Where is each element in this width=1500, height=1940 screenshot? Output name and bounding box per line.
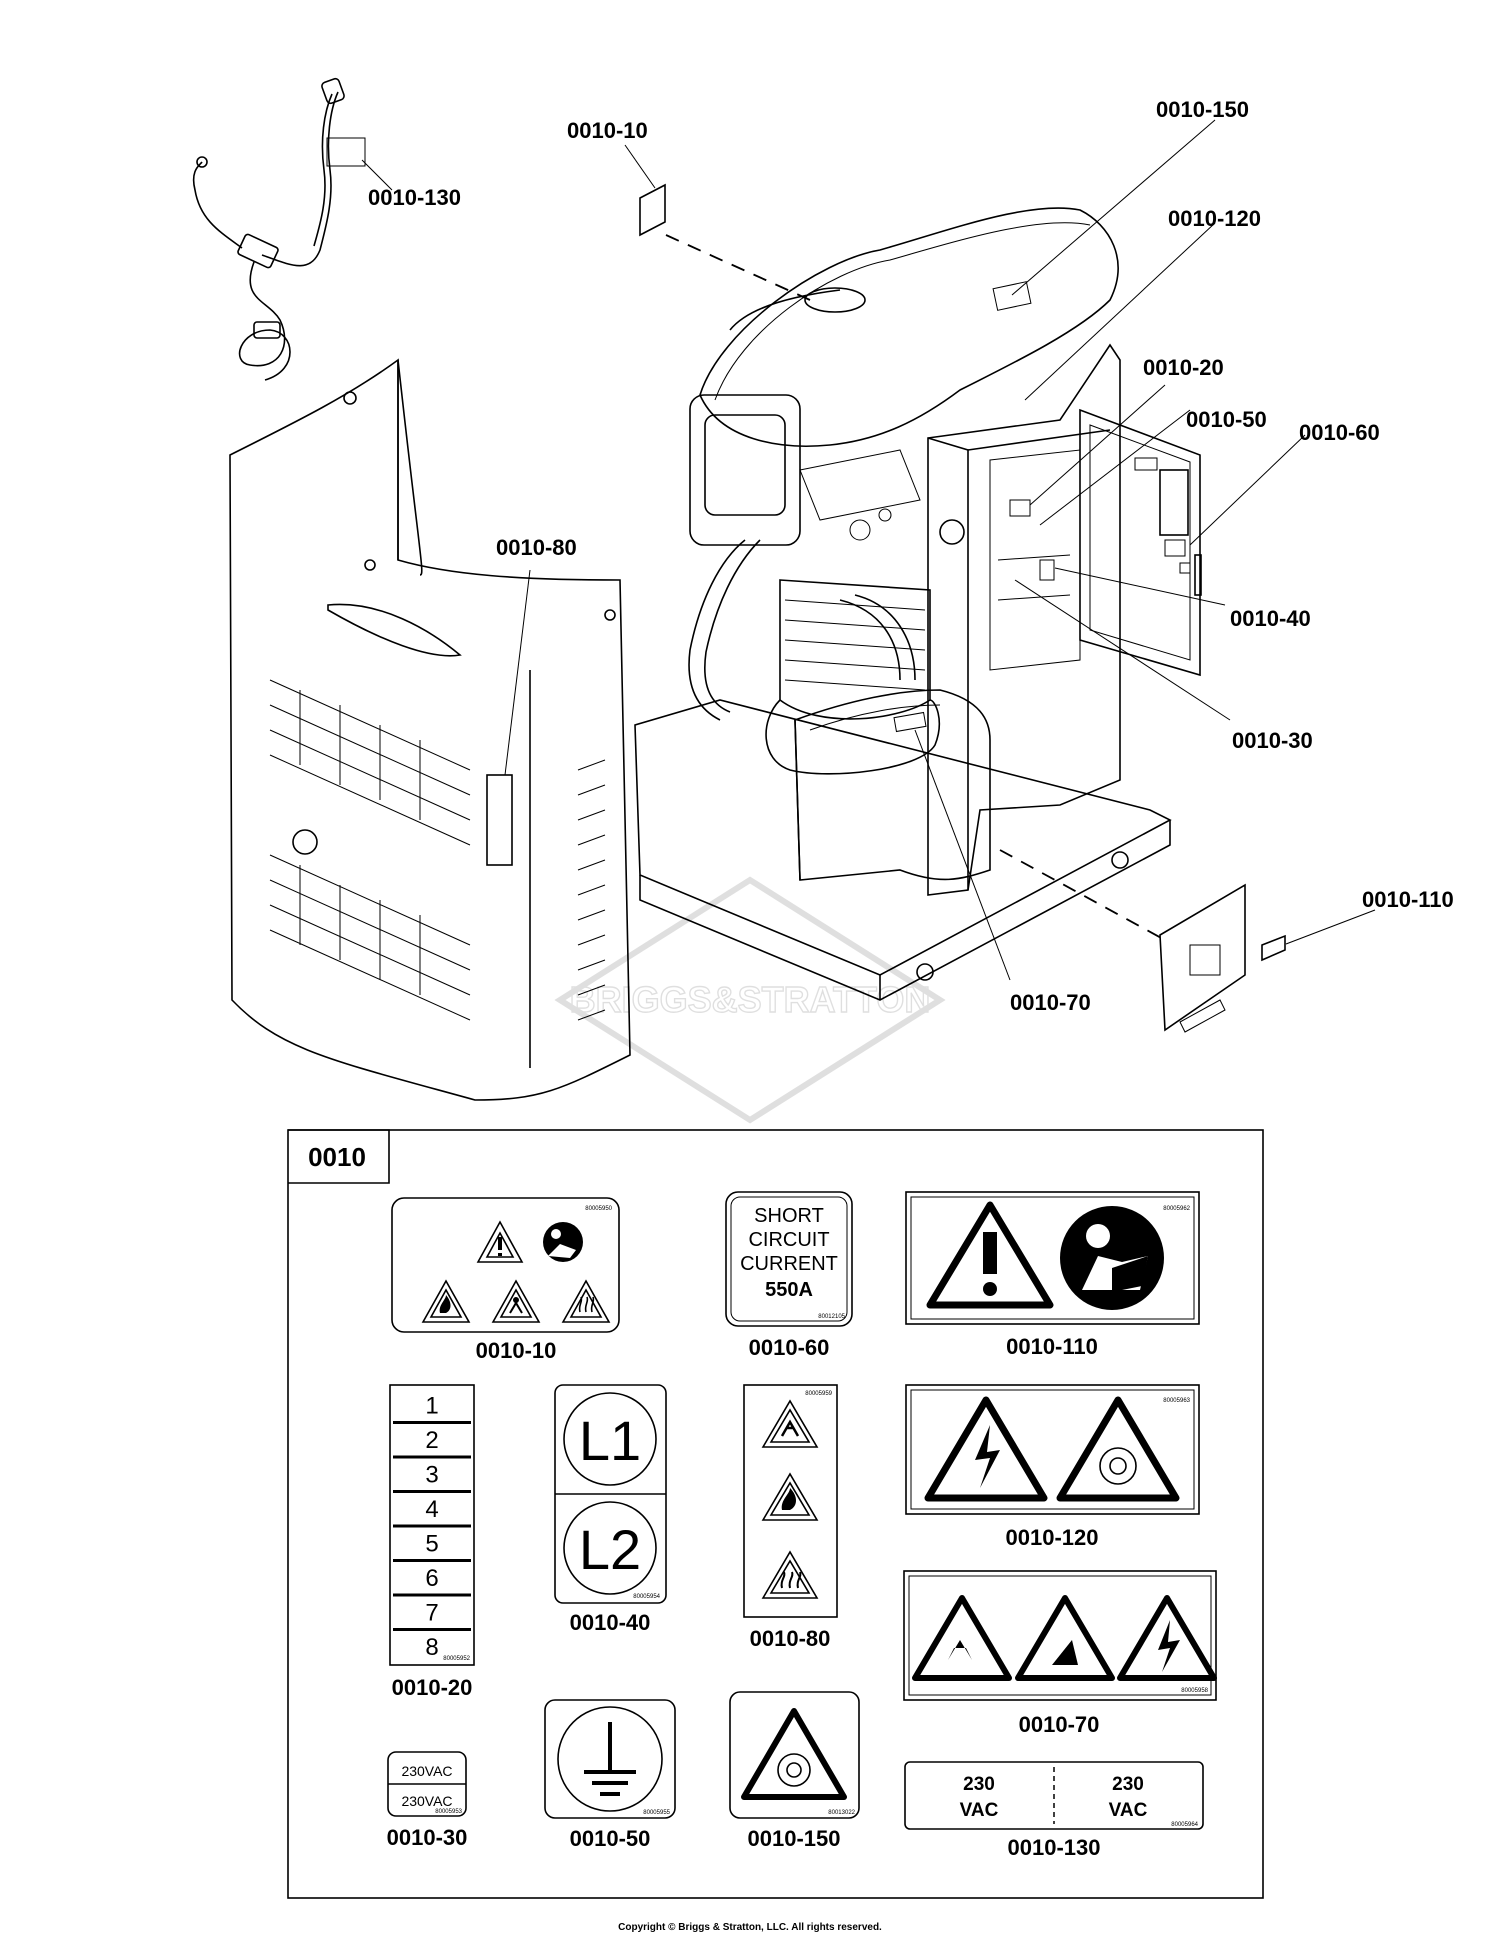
battery-explosion-icon	[948, 1640, 972, 1660]
decal-0010-10: 80005950	[391, 1197, 620, 1333]
read-manual-icon-large	[1060, 1206, 1164, 1310]
svg-text:CURRENT: CURRENT	[740, 1253, 838, 1275]
terminal-number: 6	[425, 1565, 438, 1592]
terminal-number: 4	[425, 1496, 438, 1523]
decal-0010-50: 80005955	[544, 1699, 676, 1819]
callout-0010-60: 0010-60	[1299, 420, 1380, 445]
terminal-number: 1	[425, 1392, 438, 1419]
label-0010-120: 0010-120	[1006, 1525, 1099, 1550]
explosion-person-icon	[513, 1297, 519, 1303]
callout-0010-10: 0010-10	[567, 118, 648, 143]
svg-text:80005962: 80005962	[1163, 1206, 1190, 1212]
watermark-text: BRIGGS&STRATTON	[570, 979, 931, 1020]
label-0010-70: 0010-70	[1019, 1712, 1100, 1737]
svg-text:550A: 550A	[765, 1279, 813, 1301]
terminal-number: 7	[425, 1599, 438, 1626]
svg-text:80005958: 80005958	[1181, 1688, 1208, 1694]
decal-0010-10-placement	[624, 144, 811, 301]
label-0010-150: 0010-150	[748, 1826, 841, 1851]
callout-0010-50: 0010-50	[1186, 407, 1267, 432]
label-0010-110: 0010-110	[1006, 1334, 1098, 1359]
label-0010-50: 0010-50	[570, 1826, 651, 1851]
flame-icon-vertical	[781, 1488, 796, 1510]
corrosive-icon	[1052, 1640, 1078, 1665]
terminal-number: 3	[425, 1461, 438, 1488]
decal-0010-70: 80005958	[903, 1570, 1217, 1701]
terminal-number: 8	[425, 1634, 438, 1661]
wire-harness	[192, 77, 393, 381]
toxic-fumes-icon	[780, 1419, 800, 1437]
label-0010-60: 0010-60	[749, 1335, 830, 1360]
side-access-panel	[999, 849, 1376, 1033]
svg-text:80005952: 80005952	[443, 1656, 470, 1662]
copyright-notice: Copyright © Briggs & Stratton, LLC. All …	[618, 1922, 882, 1933]
decal-0010-110: 80005962	[905, 1191, 1200, 1325]
brand-watermark: BRIGGS&STRATTON	[554, 876, 946, 1124]
decal-kit-box: 0010 80005950 0010-10	[287, 1129, 1264, 1899]
base-plate	[634, 699, 1172, 1001]
control-panel-enclosure	[927, 222, 1306, 896]
callout-0010-150: 0010-150	[1156, 97, 1249, 122]
svg-text:80005955: 80005955	[643, 1810, 670, 1816]
label-0010-40: 0010-40	[570, 1610, 651, 1635]
decal-0010-150: 80013022	[729, 1691, 860, 1819]
label-0010-130: 0010-130	[1008, 1835, 1101, 1860]
leader-0010-150	[1011, 119, 1216, 296]
rotating-parts-icon	[1099, 1447, 1137, 1485]
terminal-number: 2	[425, 1427, 438, 1454]
decal-0010-40: L1 L2 80005954	[554, 1384, 667, 1604]
svg-text:80005950: 80005950	[585, 1206, 612, 1212]
engine-assembly	[688, 207, 1119, 775]
decal-0010-60: SHORT CIRCUIT CURRENT 550A 80012105	[725, 1191, 853, 1327]
svg-text:80005963: 80005963	[1163, 1398, 1190, 1404]
flame-icon	[439, 1295, 451, 1313]
svg-text:SHORT: SHORT	[754, 1205, 824, 1227]
callout-0010-20: 0010-20	[1143, 355, 1224, 380]
svg-text:230: 230	[1112, 1774, 1144, 1795]
svg-text:CIRCUIT: CIRCUIT	[748, 1229, 829, 1251]
callout-0010-80: 0010-80	[496, 535, 577, 560]
svg-text:80005964: 80005964	[1171, 1822, 1198, 1828]
svg-text:80012105: 80012105	[818, 1314, 845, 1320]
label-0010-10: 0010-10	[476, 1338, 557, 1363]
decal-0010-80: 80005959	[743, 1384, 838, 1618]
callout-0010-110: 0010-110	[1362, 887, 1454, 912]
svg-text:80013022: 80013022	[828, 1810, 855, 1816]
phase-l2: L2	[579, 1518, 641, 1581]
svg-text:230VAC: 230VAC	[401, 1763, 452, 1779]
svg-text:230VAC: 230VAC	[401, 1793, 452, 1809]
decal-0010-120: 80005963	[905, 1384, 1200, 1515]
svg-text:VAC: VAC	[960, 1800, 999, 1821]
battery-box	[794, 689, 1011, 981]
callout-0010-120: 0010-120	[1168, 206, 1261, 231]
terminal-number: 5	[425, 1530, 438, 1557]
callout-0010-40: 0010-40	[1230, 606, 1311, 631]
decal-0010-20: 1 2 3 4 5 6 7 8 80005952	[389, 1384, 475, 1666]
electric-shock-icon	[975, 1425, 1000, 1488]
decal-0010-130: 230 VAC 230 VAC 80005964	[904, 1761, 1204, 1830]
label-0010-30: 0010-30	[387, 1825, 468, 1850]
svg-text:80005959: 80005959	[805, 1391, 832, 1397]
svg-text:230: 230	[963, 1774, 995, 1795]
svg-text:80005953: 80005953	[435, 1809, 462, 1815]
hot-surface-icon-vertical	[780, 1571, 802, 1589]
label-0010-20: 0010-20	[392, 1675, 473, 1700]
front-enclosure-panel	[229, 358, 631, 1101]
phase-l1: L1	[579, 1409, 641, 1472]
callout-0010-30: 0010-30	[1232, 728, 1313, 753]
svg-text:80005954: 80005954	[633, 1594, 660, 1600]
hot-surface-icon	[578, 1296, 595, 1313]
svg-text:VAC: VAC	[1109, 1800, 1148, 1821]
label-0010-80: 0010-80	[750, 1626, 831, 1651]
electric-shock-icon-70	[1158, 1620, 1180, 1672]
callout-0010-130: 0010-130	[368, 185, 461, 210]
kit-title: 0010	[308, 1142, 366, 1172]
callout-0010-70: 0010-70	[1010, 990, 1091, 1015]
decal-0010-30: 230VAC 230VAC 80005953	[387, 1751, 467, 1817]
rotating-parts-icon-150	[777, 1753, 811, 1787]
